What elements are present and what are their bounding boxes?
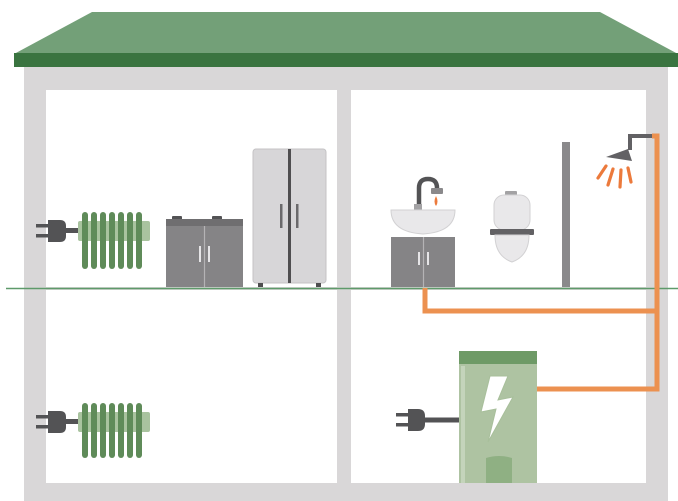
- room-bottom-left: [46, 290, 337, 483]
- roof: [14, 12, 678, 67]
- plug-icon: [396, 409, 459, 431]
- stove-icon: [166, 216, 243, 287]
- hot-water-pipe: [422, 133, 660, 392]
- shower-icon: [562, 134, 652, 287]
- fridge-icon: [252, 148, 327, 287]
- plug-icon: [36, 220, 78, 242]
- water-heater-icon: [459, 351, 537, 483]
- lightning-bolt-icon: [480, 375, 514, 443]
- toilet-icon: [490, 191, 534, 263]
- plug-icon: [36, 411, 78, 433]
- radiator-icon: [78, 212, 150, 269]
- sink-icon: [390, 176, 456, 287]
- radiator-icon: [78, 403, 150, 458]
